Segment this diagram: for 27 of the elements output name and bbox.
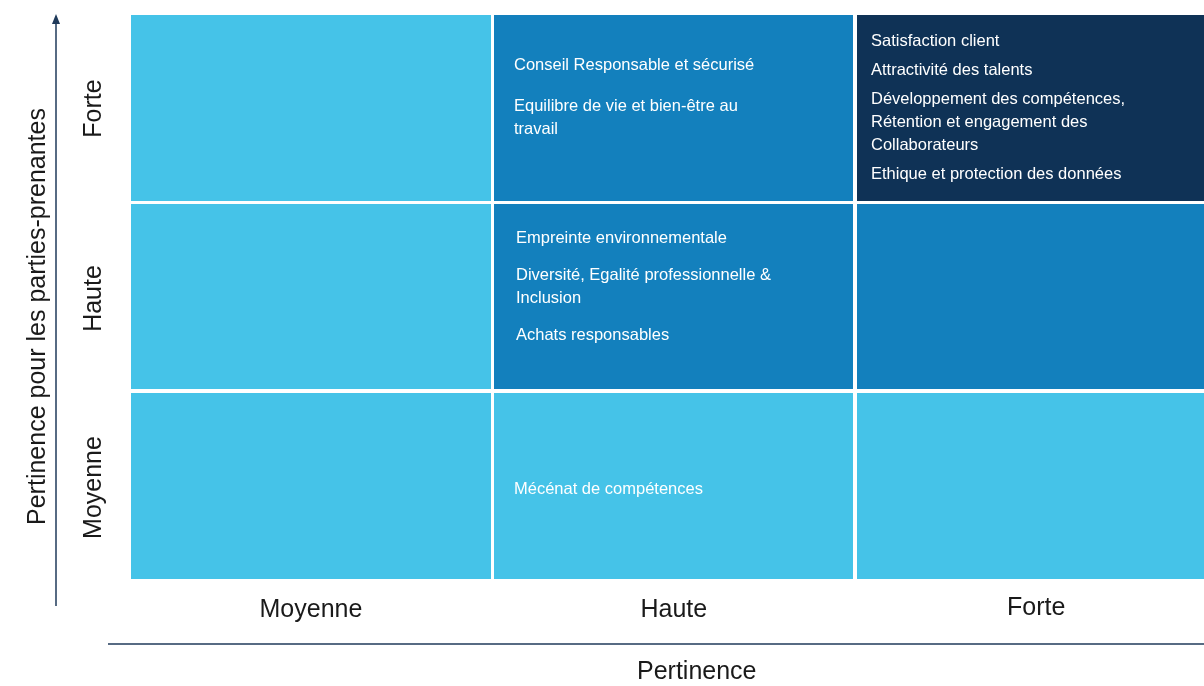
topic-text: Développement des compétences, Rétention et engagement des Collaborateurs bbox=[871, 88, 1127, 156]
empty-matrix-cell bbox=[131, 204, 491, 389]
x-tick-label: Haute bbox=[640, 593, 708, 623]
empty-matrix-cell bbox=[857, 204, 1204, 389]
y-tick-label: Forte bbox=[77, 78, 107, 138]
x-tick-label: Forte bbox=[1007, 591, 1066, 621]
matrix-cell bbox=[494, 15, 853, 201]
topic-text: Satisfaction client bbox=[871, 30, 1001, 51]
matrix-cell bbox=[857, 15, 1204, 201]
y-tick-label: Haute bbox=[77, 264, 107, 332]
topic-text: Mécénat de compétences bbox=[514, 478, 704, 499]
x-axis-title: Pertinence bbox=[637, 655, 757, 685]
topic-text: Conseil Responsable et sécurisé bbox=[514, 54, 756, 75]
matrix-cell bbox=[494, 393, 853, 579]
y-axis-title: Pertinence pour les parties-prenantes bbox=[21, 107, 51, 525]
topic-text: Equilibre de vie et bien-être au travail bbox=[514, 95, 739, 140]
empty-matrix-cell bbox=[131, 393, 491, 579]
y-tick-label: Moyenne bbox=[77, 435, 107, 539]
topic-text: Attractivité des talents bbox=[871, 59, 1034, 81]
topic-text: Diversité, Egalité professionnelle & Inclusion bbox=[516, 264, 772, 309]
empty-matrix-cell bbox=[131, 15, 491, 201]
matrix-cell bbox=[494, 204, 853, 389]
topic-text: Empreinte environnementale bbox=[516, 227, 728, 248]
x-tick-label: Moyenne bbox=[259, 593, 363, 623]
topic-text: Ethique et protection des données bbox=[871, 163, 1123, 185]
topic-text: Achats responsables bbox=[516, 324, 671, 346]
empty-matrix-cell bbox=[857, 393, 1204, 579]
